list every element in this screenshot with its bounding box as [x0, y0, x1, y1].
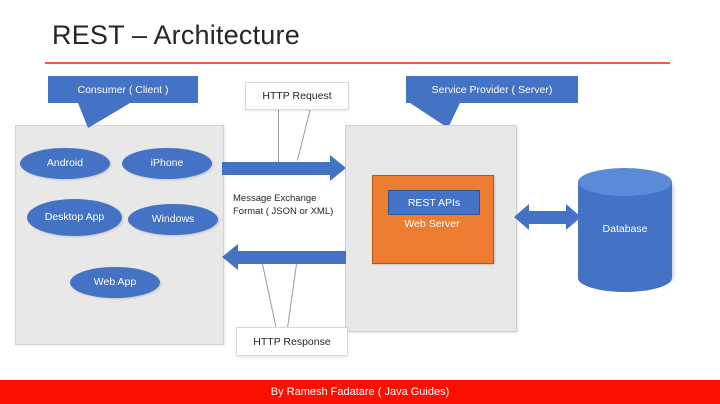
database-arrow-head-right-icon — [566, 204, 581, 230]
http-request-arrow-head-icon — [330, 155, 346, 181]
web-server-box — [372, 175, 494, 264]
database-cylinder-bottom-ellipse — [578, 264, 672, 292]
http-response-leader-line-right — [287, 264, 297, 328]
consumer-callout-pointer-icon — [78, 103, 130, 128]
service-provider-server-callout: Service Provider ( Server) — [406, 76, 578, 103]
page-title: REST – Architecture — [52, 20, 300, 50]
http-response-arrow-shaft — [238, 251, 346, 264]
title-underline-rule — [45, 62, 670, 64]
client-node-android[interactable]: Android — [20, 148, 110, 179]
client-node-iphone[interactable]: iPhone — [122, 148, 212, 179]
client-node-windows[interactable]: Windows — [128, 204, 218, 235]
http-request-leader-line-left — [278, 108, 279, 162]
consumer-client-callout: Consumer ( Client ) — [48, 76, 198, 103]
database-cylinder[interactable]: Database — [578, 168, 672, 292]
provider-callout-pointer-icon — [410, 103, 460, 128]
http-response-leader-line-left — [262, 263, 277, 327]
client-node-web-app[interactable]: Web App — [70, 267, 160, 298]
web-server-label: Web Server — [404, 218, 460, 230]
http-request-arrow-shaft — [222, 162, 330, 175]
rest-apis-box[interactable]: REST APIs — [388, 190, 480, 215]
database-arrow-head-left-icon — [514, 204, 529, 230]
database-arrow-shaft — [528, 211, 566, 224]
database-cylinder-body — [578, 182, 672, 278]
author-footer-banner: By Ramesh Fadatare ( Java Guides) — [0, 380, 720, 404]
http-request-leader-line-right — [296, 108, 311, 161]
message-exchange-format-label: Message Exchange Format ( JSON or XML) — [233, 193, 334, 217]
http-request-note: HTTP Request — [245, 82, 349, 110]
http-response-note: HTTP Response — [236, 327, 348, 356]
database-cylinder-top-ellipse — [578, 168, 672, 196]
database-label: Database — [602, 223, 648, 235]
client-node-desktop-app[interactable]: Desktop App — [27, 199, 122, 236]
http-response-arrow-head-icon — [222, 244, 238, 270]
